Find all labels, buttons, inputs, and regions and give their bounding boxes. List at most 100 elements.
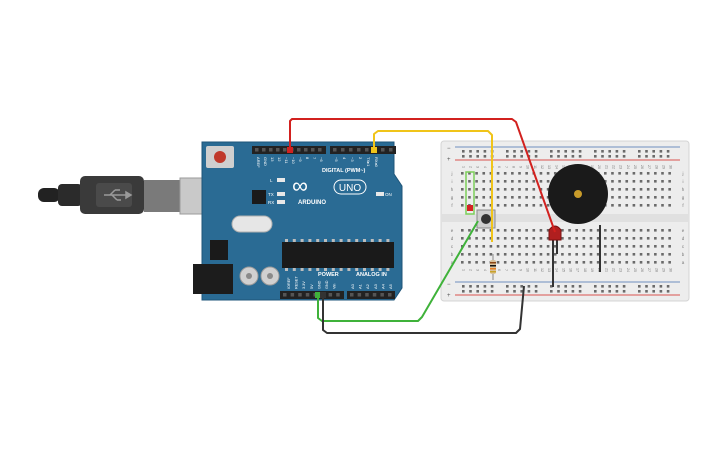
- breadboard-hole[interactable]: [582, 253, 586, 256]
- breadboard-hole[interactable]: [461, 204, 464, 207]
- breadboard-hole[interactable]: [639, 237, 643, 240]
- breadboard-hole[interactable]: [661, 172, 664, 175]
- breadboard-hole[interactable]: [475, 229, 478, 232]
- breadboard-hole[interactable]: [511, 237, 514, 240]
- header-hole[interactable]: [262, 148, 266, 152]
- breadboard-hole[interactable]: [461, 229, 464, 232]
- breadboard-hole[interactable]: [496, 204, 500, 207]
- rail-hole[interactable]: [490, 290, 494, 293]
- breadboard-hole[interactable]: [546, 253, 550, 256]
- breadboard-hole[interactable]: [668, 237, 671, 240]
- header-hole[interactable]: [341, 148, 345, 152]
- rail-hole[interactable]: [520, 285, 523, 288]
- header-hole[interactable]: [372, 293, 377, 297]
- rail-hole[interactable]: [622, 150, 626, 153]
- breadboard-hole[interactable]: [625, 172, 629, 175]
- breadboard-hole[interactable]: [568, 253, 571, 256]
- breadboard-hole[interactable]: [475, 245, 478, 248]
- breadboard-hole[interactable]: [518, 180, 521, 183]
- red-led[interactable]: [548, 225, 562, 287]
- breadboard-hole[interactable]: [468, 196, 471, 199]
- breadboard-hole[interactable]: [496, 237, 500, 240]
- rail-hole[interactable]: [476, 290, 479, 293]
- rail-hole[interactable]: [476, 285, 479, 288]
- breadboard-hole[interactable]: [611, 229, 614, 232]
- breadboard-hole[interactable]: [482, 172, 486, 175]
- header-hole[interactable]: [336, 293, 340, 297]
- breadboard-hole[interactable]: [518, 196, 521, 199]
- breadboard-hole[interactable]: [518, 204, 521, 207]
- breadboard-hole[interactable]: [489, 229, 493, 232]
- breadboard-hole[interactable]: [496, 172, 500, 175]
- breadboard-hole[interactable]: [582, 261, 586, 264]
- breadboard-hole[interactable]: [489, 245, 493, 248]
- breadboard-hole[interactable]: [668, 204, 671, 207]
- breadboard-hole[interactable]: [511, 188, 514, 191]
- breadboard-hole[interactable]: [654, 229, 657, 232]
- breadboard-hole[interactable]: [589, 229, 593, 232]
- rail-hole[interactable]: [462, 285, 465, 288]
- breadboard-hole[interactable]: [646, 237, 650, 240]
- rail-hole[interactable]: [571, 290, 575, 293]
- header-hole[interactable]: [389, 148, 393, 152]
- rail-hole[interactable]: [534, 285, 538, 288]
- rail-hole[interactable]: [506, 285, 509, 288]
- breadboard-hole[interactable]: [511, 204, 514, 207]
- breadboard-hole[interactable]: [496, 196, 500, 199]
- breadboard-hole[interactable]: [661, 261, 664, 264]
- breadboard-hole[interactable]: [468, 180, 471, 183]
- breadboard-hole[interactable]: [546, 196, 550, 199]
- breadboard-hole[interactable]: [604, 253, 607, 256]
- header-hole[interactable]: [388, 293, 392, 297]
- rail-hole[interactable]: [638, 150, 641, 153]
- breadboard-hole[interactable]: [646, 261, 650, 264]
- breadboard-hole[interactable]: [475, 196, 478, 199]
- breadboard-hole[interactable]: [532, 180, 536, 183]
- breadboard-hole[interactable]: [589, 261, 593, 264]
- breadboard-hole[interactable]: [611, 172, 614, 175]
- rail-hole[interactable]: [601, 290, 604, 293]
- rail-hole[interactable]: [594, 155, 597, 158]
- rail-hole[interactable]: [527, 290, 531, 293]
- breadboard-hole[interactable]: [503, 196, 507, 199]
- breadboard-hole[interactable]: [518, 245, 521, 248]
- breadboard-hole[interactable]: [511, 253, 514, 256]
- rail-hole[interactable]: [520, 155, 523, 158]
- breadboard-hole[interactable]: [654, 253, 657, 256]
- breadboard-hole[interactable]: [503, 237, 507, 240]
- rail-hole[interactable]: [490, 285, 494, 288]
- breadboard-hole[interactable]: [532, 196, 536, 199]
- breadboard-hole[interactable]: [654, 172, 657, 175]
- breadboard-hole[interactable]: [468, 188, 471, 191]
- rail-hole[interactable]: [601, 150, 604, 153]
- rail-hole[interactable]: [659, 150, 663, 153]
- rail-hole[interactable]: [462, 155, 465, 158]
- breadboard-hole[interactable]: [461, 188, 464, 191]
- rail-hole[interactable]: [652, 155, 655, 158]
- breadboard-hole[interactable]: [604, 180, 607, 183]
- rail-hole[interactable]: [622, 155, 626, 158]
- breadboard-hole[interactable]: [632, 204, 636, 207]
- breadboard-hole[interactable]: [632, 245, 636, 248]
- breadboard-hole[interactable]: [539, 245, 543, 248]
- breadboard-hole[interactable]: [639, 188, 643, 191]
- rail-hole[interactable]: [476, 155, 479, 158]
- breadboard-hole[interactable]: [604, 172, 607, 175]
- breadboard-hole[interactable]: [532, 188, 536, 191]
- rail-hole[interactable]: [557, 285, 560, 288]
- breadboard-hole[interactable]: [546, 188, 550, 191]
- breadboard-hole[interactable]: [646, 245, 650, 248]
- breadboard-hole[interactable]: [618, 188, 621, 191]
- breadboard-hole[interactable]: [639, 196, 643, 199]
- breadboard-hole[interactable]: [503, 204, 507, 207]
- breadboard-hole[interactable]: [646, 204, 650, 207]
- breadboard-hole[interactable]: [618, 229, 621, 232]
- breadboard-hole[interactable]: [661, 237, 664, 240]
- rail-hole[interactable]: [469, 285, 472, 288]
- breadboard-hole[interactable]: [532, 204, 536, 207]
- breadboard-hole[interactable]: [596, 229, 600, 232]
- breadboard-hole[interactable]: [568, 229, 571, 232]
- breadboard-hole[interactable]: [539, 229, 543, 232]
- rail-hole[interactable]: [578, 155, 582, 158]
- breadboard-hole[interactable]: [639, 229, 643, 232]
